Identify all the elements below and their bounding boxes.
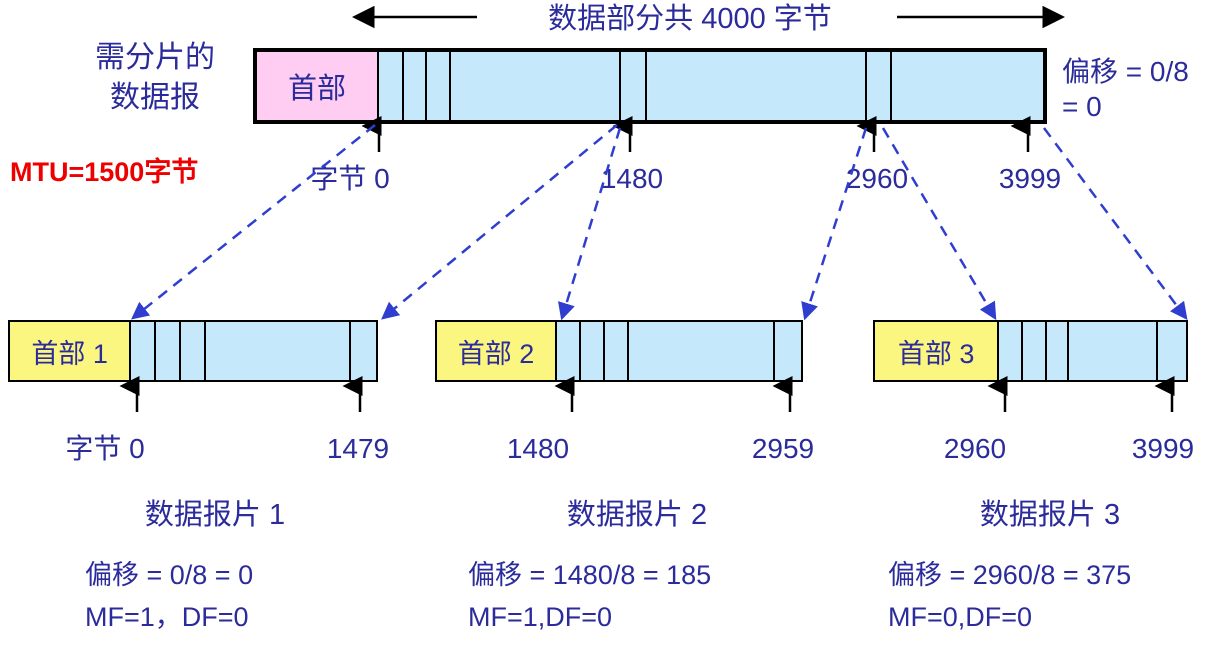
fragment-2-end-mark: 2959: [751, 433, 815, 464]
dashed-connector-frag2: [558, 127, 868, 321]
data-segment: [131, 322, 157, 380]
fragment-3-flags: MF=0,DF=0: [888, 602, 1033, 632]
fragment-1-bar: 首部 1: [8, 320, 378, 382]
top-dimension-label: 数据部分共 4000 字节: [548, 3, 832, 35]
fragment-2-flags: MF=1,DF=0: [468, 602, 613, 632]
data-segment: [557, 322, 581, 380]
fragment-3-offset: 偏移 = 2960/8 = 375: [888, 560, 1132, 590]
data-segment: [156, 322, 182, 380]
data-segment: [867, 52, 892, 120]
data-segment: [181, 322, 206, 380]
original-byte-mark-0: 字节 0: [310, 163, 390, 194]
data-segment: [581, 322, 605, 380]
original-datagram-bar: 首部: [253, 48, 1047, 124]
fragment-1-header: 首部 1: [10, 322, 132, 380]
data-segment: [451, 52, 621, 120]
fragment-1-flags: MF=1，DF=0: [85, 602, 249, 632]
fragment-3-header: 首部 3: [875, 322, 1000, 380]
data-segment: [379, 52, 404, 120]
original-offset-note-line2: = 0: [1062, 91, 1102, 122]
data-segment: [1158, 322, 1187, 380]
data-segment: [629, 322, 775, 380]
fragment-3-start-mark: 2960: [943, 433, 1007, 464]
data-segment: [605, 322, 629, 380]
mtu-label: MTU=1500字节: [10, 157, 199, 187]
fragment-1-title: 数据报片 1: [144, 499, 286, 531]
original-header-segment: 首部: [257, 52, 379, 120]
fragment-3-end-mark: 3999: [1131, 433, 1195, 464]
data-segment: [999, 322, 1024, 380]
original-datagram-label-line2: 数据报: [110, 81, 200, 114]
data-segment: [427, 52, 451, 120]
dashed-connector-frag3: [881, 127, 1188, 321]
fragment-3-title: 数据报片 3: [979, 499, 1121, 531]
fragment-byte-pointers: [119, 376, 1175, 412]
fragment-1-offset: 偏移 = 0/8 = 0: [85, 560, 254, 590]
data-segment: [647, 52, 867, 120]
fragment-2-start-mark: 1480: [506, 433, 570, 464]
original-byte-mark-2960: 2960: [845, 163, 909, 194]
fragment-2-bar: 首部 2: [435, 320, 803, 382]
dashed-connector-frag1: [131, 124, 618, 320]
fragment-2-offset: 偏移 = 1480/8 = 185: [468, 560, 712, 590]
fragment-1-start-mark: 字节 0: [65, 433, 145, 464]
fragment-3-bar: 首部 3: [873, 320, 1188, 382]
data-segment: [205, 322, 352, 380]
fragment-1-end-mark: 1479: [326, 433, 390, 464]
original-offset-note-line1: 偏移 = 0/8: [1062, 56, 1189, 87]
data-segment: [1023, 322, 1047, 380]
data-segment: [351, 322, 377, 380]
original-byte-mark-1480: 1480: [600, 163, 664, 194]
data-segment: [775, 322, 801, 380]
fragment-2-header: 首部 2: [437, 322, 557, 380]
data-segment: [892, 52, 1043, 120]
data-segment: [1046, 322, 1069, 380]
fragment-2-title: 数据报片 2: [566, 499, 708, 531]
data-segment: [404, 52, 427, 120]
original-datagram-label-line1: 需分片的: [95, 41, 215, 74]
data-segment: [1068, 322, 1159, 380]
original-byte-mark-3999: 3999: [998, 163, 1062, 194]
original-byte-pointers: [361, 116, 1031, 152]
data-segment: [621, 52, 647, 120]
